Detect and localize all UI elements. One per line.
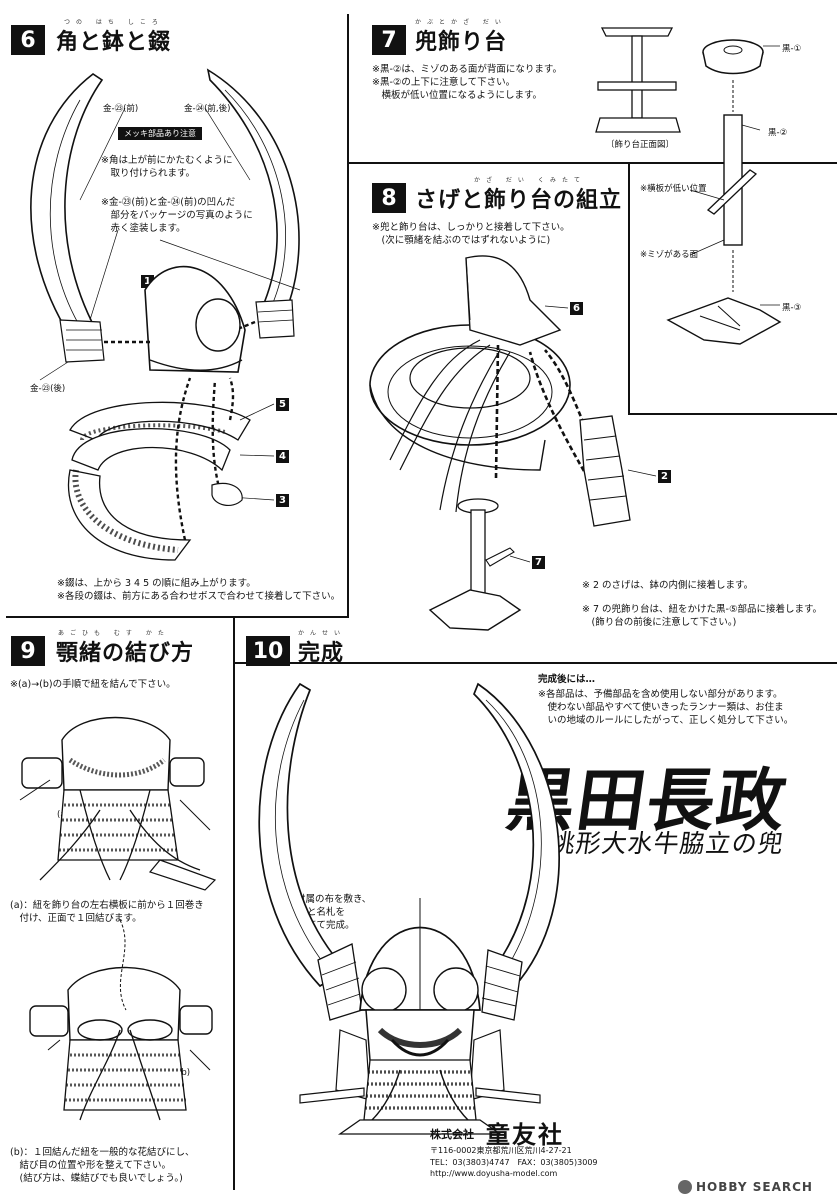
hobby-search-watermark: HOBBY SEARCH <box>678 1180 813 1194</box>
step8-title: さげと飾り台の組立 <box>415 188 623 213</box>
step6-footer-2: ※各段の錣は、前方にある合わせボスで合わせて接着して下さい。 <box>57 591 341 602</box>
step6-footer-1: ※錣は、上から 3 4 5 の順に組み上がります。 <box>57 578 256 589</box>
divider-step8-inner-horizontal <box>628 413 837 415</box>
company-url: http://www.doyusha-model.com <box>430 1169 558 1178</box>
cloth-note: ※付属の布を敷き、 兜と名札を 立てて完成。 <box>288 894 372 931</box>
step8-number: 8 <box>372 183 406 213</box>
part-6-badge: 6 <box>570 302 583 315</box>
step6-note-paint: ※金-㉓(前)と金-㉔(前)の凹んだ 部分をパッケージの写真のように 赤く塗装し… <box>101 197 253 234</box>
step10-title: 完成 <box>298 641 345 666</box>
hobby-search-text: HOBBY SEARCH <box>696 1180 813 1194</box>
label-low-board: ※横板が低い位置 <box>640 184 707 194</box>
label-kuro1: 黒-① <box>782 44 802 54</box>
step6-ruby: つの はち しころ <box>64 19 164 26</box>
label-kin23-back: 金-㉓(後) <box>30 384 66 394</box>
part-7-badge: 7 <box>532 556 545 569</box>
part-5-badge: 5 <box>276 398 289 411</box>
label-kin23-front: 金-㉓(前) <box>103 104 139 114</box>
part-3-badge: 3 <box>276 494 289 507</box>
label-groove-face: ※ミゾがある面 <box>640 250 699 260</box>
part-4-badge: 4 <box>276 450 289 463</box>
divider-step9-right <box>233 616 235 1190</box>
divider-step9-top <box>6 616 234 618</box>
company-tel: TEL：03(3803)4747 FAX：03(3805)3009 <box>430 1158 598 1167</box>
step8-ruby: かざ だい くみたて <box>474 177 587 184</box>
after-completion-title: 完成後には… <box>538 674 596 685</box>
step8-footer-2: ※ 7 の兜飾り台は、紐をかけた黒-⑤部品に接着します。 (飾り台の前後に注意し… <box>582 604 823 628</box>
step9-ruby: あごひも むす かた <box>58 630 170 637</box>
plating-warning-badge: メッキ部品あり注意 <box>118 127 202 140</box>
step9-intro: ※(a)→(b)の手順で紐を結んで下さい。 <box>10 679 176 690</box>
step10-ruby: かんせい <box>298 630 347 637</box>
step9-caption-b: (b)：１回結んだ紐を一般的な花結びにし、 結び目の位置や形を整えて下さい。 (… <box>10 1147 195 1184</box>
step9-caption-a: (a)：紐を飾り台の左右横板に前から１回巻き 付け、正面で１回結びます。 <box>10 900 204 924</box>
step7-caption-front-view: 〔飾り台正面図〕 <box>606 140 675 150</box>
after-completion-text: ※各部品は、予備部品を含め使用しない部分があります。 使わない部品やすべて使いき… <box>538 689 794 726</box>
step7-ruby: かぶとかざ だい <box>415 19 507 26</box>
company-prefix: 株式会社 <box>430 1128 474 1141</box>
divider-step8-bottom <box>233 662 837 664</box>
label-kin24: 金-㉔(前,後) <box>184 104 231 114</box>
company-name: 童友社 <box>486 1121 564 1149</box>
step9-label-b: (b) <box>178 1068 191 1078</box>
divider-vertical-top <box>347 14 349 617</box>
step6-title: 角と鉢と錣 <box>56 30 172 55</box>
step9-number: 9 <box>11 636 45 666</box>
step9-title: 顎緒の結び方 <box>56 641 195 666</box>
company-address: 〒116-0002東京都荒川区荒川4-27-21 <box>430 1146 572 1155</box>
step10-number: 10 <box>246 636 290 666</box>
step6-note-horn-angle: ※角は上が前にかたむくように 取り付けられます。 <box>101 155 233 179</box>
step7-number: 7 <box>372 25 406 55</box>
step6-number: 6 <box>11 25 45 55</box>
label-kuro3: 黒-③ <box>782 303 802 313</box>
label-kuro2: 黒-② <box>768 128 788 138</box>
divider-step8-inner-vertical <box>628 162 630 414</box>
divider-step7-bottom <box>347 162 837 164</box>
step8-footer-1: ※ 2 のさげは、鉢の内側に接着します。 <box>582 580 754 591</box>
step7-note: ※黒-②は、ミゾのある面が背面になります。 ※黒-②の上下に注意して下さい。 横… <box>372 64 562 101</box>
step8-note: ※兜と飾り台は、しっかりと接着して下さい。 (次に顎緒を結ぶのではずれないように… <box>372 222 570 246</box>
step7-title: 兜飾り台 <box>415 30 508 55</box>
hobby-search-logo-icon <box>678 1180 692 1194</box>
part-2-badge: 2 <box>658 470 671 483</box>
